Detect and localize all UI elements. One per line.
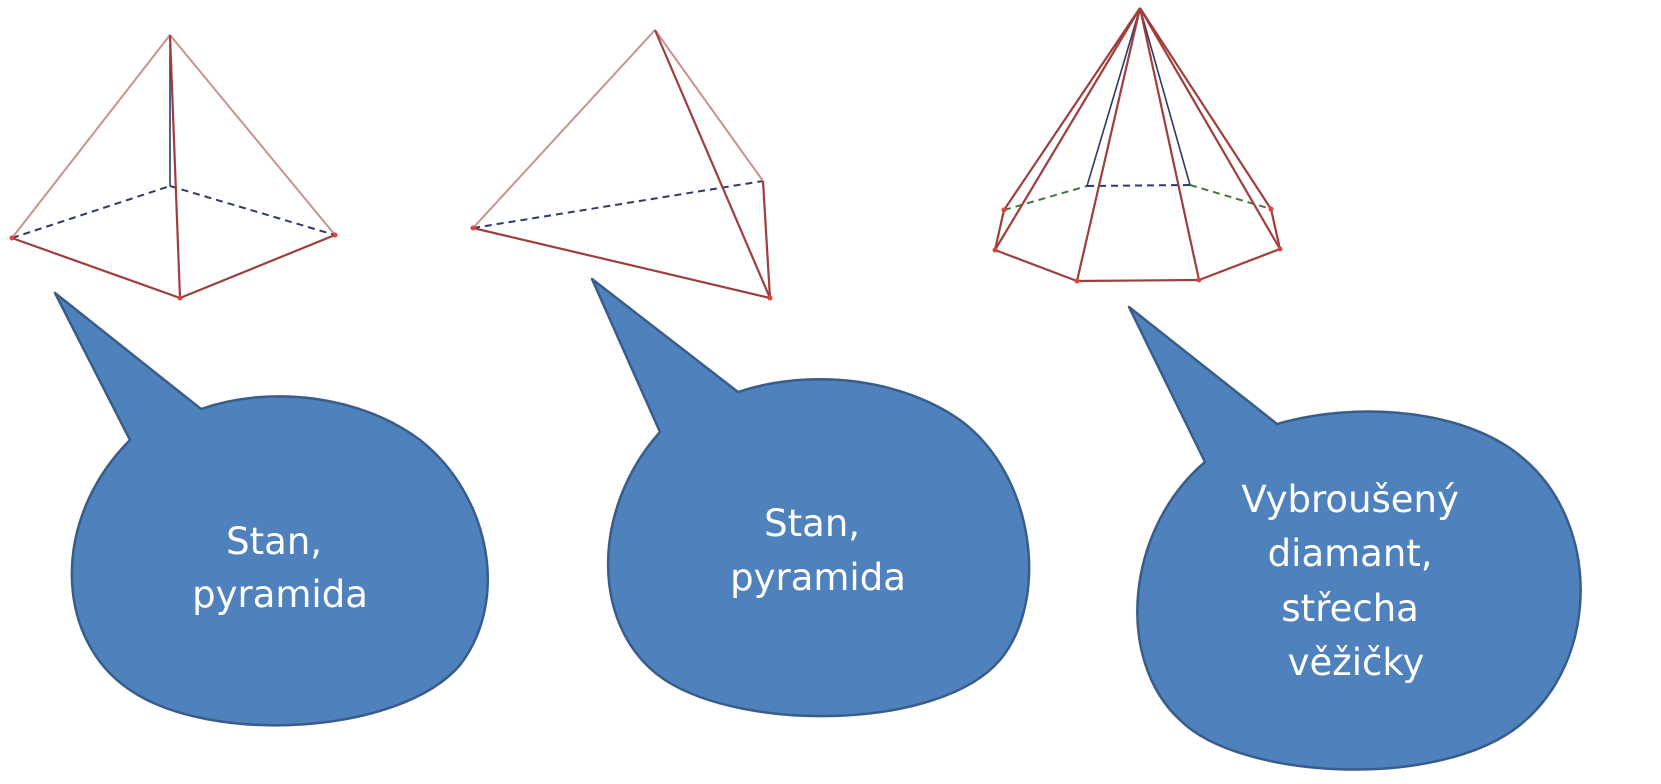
visible-edge — [993, 209, 1006, 251]
visible-edge — [11, 236, 181, 300]
visible-edge — [994, 7, 1141, 251]
visible-edge — [1139, 7, 1281, 250]
visible-edge — [761, 180, 772, 299]
speech-bubble-3: Vybroušený diamant, střecha věžičky — [1127, 305, 1582, 771]
vertex — [1074, 278, 1080, 284]
visible-edge — [11, 34, 171, 239]
hidden-edge — [11, 185, 171, 239]
hidden-edge — [169, 185, 336, 236]
hidden-edge — [1086, 7, 1141, 187]
visible-edge — [179, 233, 336, 300]
hidden-edge — [1003, 185, 1088, 211]
visible-edge — [1139, 7, 1272, 210]
hidden-edge — [1086, 184, 1191, 187]
vertex — [1196, 277, 1202, 283]
visible-edge — [1075, 7, 1142, 282]
visible-edge — [1198, 247, 1281, 282]
visible-edge — [1003, 7, 1141, 211]
visible-edge — [472, 29, 656, 229]
vertex — [177, 295, 183, 301]
vertex — [1268, 206, 1274, 212]
vertex — [332, 232, 338, 238]
speech-bubble-2: Stan, pyramida — [590, 277, 1031, 718]
speech-bubble-shape — [590, 277, 1031, 718]
vertex — [9, 235, 15, 241]
speech-bubble-text: Stan, pyramida — [730, 502, 906, 599]
vertex — [1277, 246, 1283, 252]
visible-edge — [168, 34, 182, 299]
speech-bubble-1: Stan, pyramida — [53, 291, 489, 727]
vertex — [1001, 207, 1007, 213]
triangular-pyramid-figure — [470, 29, 773, 301]
visible-edge — [1269, 208, 1282, 250]
visible-edge — [472, 226, 771, 300]
vertex — [767, 295, 773, 301]
visible-edge — [994, 248, 1078, 283]
vertex — [470, 225, 476, 231]
visible-edge — [1076, 278, 1200, 283]
vertex — [992, 247, 998, 253]
octagonal-pyramid-figure — [992, 7, 1283, 284]
visible-edge — [653, 29, 772, 299]
speech-bubble-text: Stan, pyramida — [192, 520, 368, 616]
hidden-edge — [1189, 184, 1272, 210]
hidden-edge — [472, 180, 764, 229]
speech-bubble-shape — [53, 291, 489, 727]
visible-edge — [654, 29, 764, 182]
speech-bubble-shape — [1127, 305, 1582, 771]
square-pyramid-figure — [9, 34, 338, 301]
speech-bubble-text: Vybroušený diamant, střecha věžičky — [1241, 478, 1470, 684]
visible-edge — [1138, 7, 1201, 281]
hidden-edge — [1139, 7, 1191, 186]
visible-edge — [169, 34, 336, 236]
